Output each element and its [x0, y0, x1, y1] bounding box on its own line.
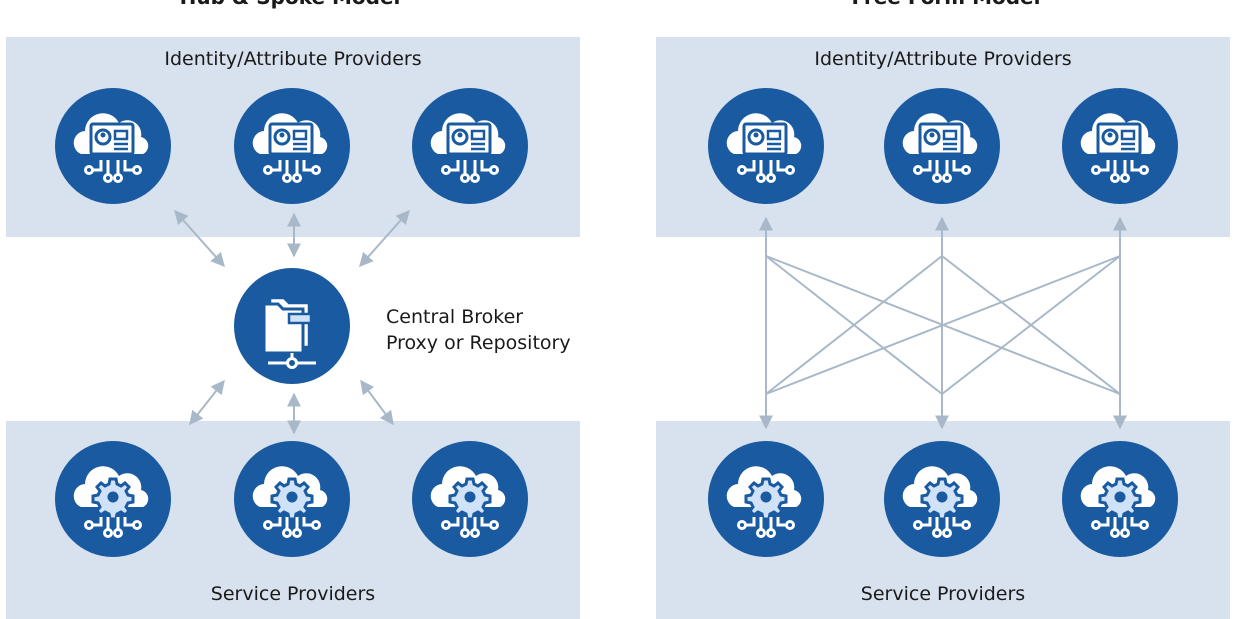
right-identity-band-label: Identity/Attribute Providers: [814, 48, 1072, 70]
spoke-arrow: [174, 209, 225, 268]
cloud-identity-card-icon: [412, 88, 528, 204]
folder-network-icon: [234, 268, 350, 384]
spoke-arrow: [359, 209, 410, 268]
hub-spoke-title: Hub & Spoke Model: [0, 0, 580, 9]
identity-provider-node: [884, 88, 1000, 204]
cloud-gear-icon: [884, 441, 1000, 557]
cloud-gear-icon: [55, 441, 171, 557]
free-form-title: Free Form Model: [656, 0, 1236, 9]
central-broker-node: [234, 268, 350, 384]
left-service-band-label: Service Providers: [210, 583, 376, 605]
service-provider-node: [1062, 441, 1178, 557]
cloud-identity-card-icon: [234, 88, 350, 204]
service-provider-node: [884, 441, 1000, 557]
service-provider-node: [55, 441, 171, 557]
service-provider-node: [708, 441, 824, 557]
mesh-line: [765, 255, 1121, 395]
left-identity-band-label: Identity/Attribute Providers: [164, 48, 422, 70]
central-broker-line1: Central Broker: [386, 306, 524, 328]
identity-provider-node: [708, 88, 824, 204]
service-provider-node: [412, 441, 528, 557]
cloud-gear-icon: [234, 441, 350, 557]
cloud-identity-card-icon: [884, 88, 1000, 204]
right-service-band-label: Service Providers: [860, 583, 1026, 605]
spoke-arrow: [360, 379, 394, 426]
central-broker-label: Central Broker Proxy or Repository: [386, 304, 571, 356]
identity-provider-node: [1062, 88, 1178, 204]
identity-provider-node: [412, 88, 528, 204]
cloud-gear-icon: [412, 441, 528, 557]
cloud-gear-icon: [1062, 441, 1178, 557]
mesh-line: [765, 255, 943, 395]
identity-provider-node: [55, 88, 171, 204]
central-broker-line2: Proxy or Repository: [386, 332, 571, 354]
spoke-arrow: [189, 379, 225, 426]
cloud-identity-card-icon: [708, 88, 824, 204]
cloud-gear-icon: [708, 441, 824, 557]
service-provider-node: [234, 441, 350, 557]
identity-provider-node: [234, 88, 350, 204]
cloud-identity-card-icon: [55, 88, 171, 204]
mesh-line: [941, 255, 1121, 395]
cloud-identity-card-icon: [1062, 88, 1178, 204]
